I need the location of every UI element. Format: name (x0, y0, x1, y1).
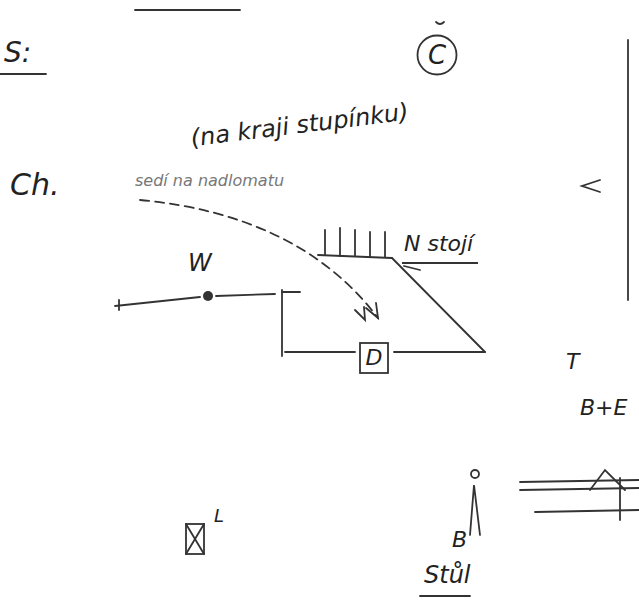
line (216, 294, 275, 296)
box-symbol (186, 524, 204, 554)
stroke (404, 266, 420, 270)
stroke (135, 9, 240, 11)
node-text: C (428, 42, 446, 68)
arrow-mark (582, 180, 600, 192)
person-dot (203, 291, 213, 301)
box-symbol (186, 524, 204, 554)
underline (0, 73, 46, 75)
underline (420, 595, 470, 597)
person-label: B+E (580, 396, 627, 420)
stage-edge (285, 351, 355, 353)
mark (436, 22, 444, 24)
figure-head (471, 470, 479, 478)
circle-node: C (416, 34, 458, 76)
table-line (520, 488, 639, 490)
node-text: D (366, 347, 383, 369)
person-label: B (452, 528, 467, 552)
place-label: Stůl (424, 562, 471, 588)
line (627, 40, 629, 300)
formula-label: S: (4, 38, 31, 69)
arrowhead (366, 303, 378, 318)
stage-edge (394, 351, 485, 353)
person-label: W (188, 250, 212, 276)
line (115, 297, 200, 306)
figure-body (470, 485, 480, 535)
person-label: T (566, 350, 579, 374)
hatch (384, 232, 386, 257)
stage-edge (281, 290, 283, 356)
table-sketch (590, 470, 625, 520)
person-label: Ch. (10, 168, 60, 201)
line (118, 300, 120, 310)
table-line (535, 510, 639, 512)
person-label: N stojí (404, 232, 473, 256)
arrowhead (355, 307, 365, 320)
box-outline (360, 343, 388, 373)
hatch (324, 230, 326, 255)
hatch (339, 228, 341, 256)
box-symbol (186, 524, 204, 554)
circle-outline (418, 36, 457, 75)
note-label: sedí na nadlomatu (135, 172, 284, 190)
stage-edge (392, 258, 485, 352)
stage-edge (282, 291, 300, 293)
box-node: D (359, 342, 389, 374)
person-label: L (214, 506, 224, 526)
note-label: (na kraji stupínku) (189, 99, 410, 152)
underline (402, 262, 478, 264)
hatch (369, 232, 371, 257)
table-line (520, 480, 639, 482)
hatch (354, 230, 356, 256)
